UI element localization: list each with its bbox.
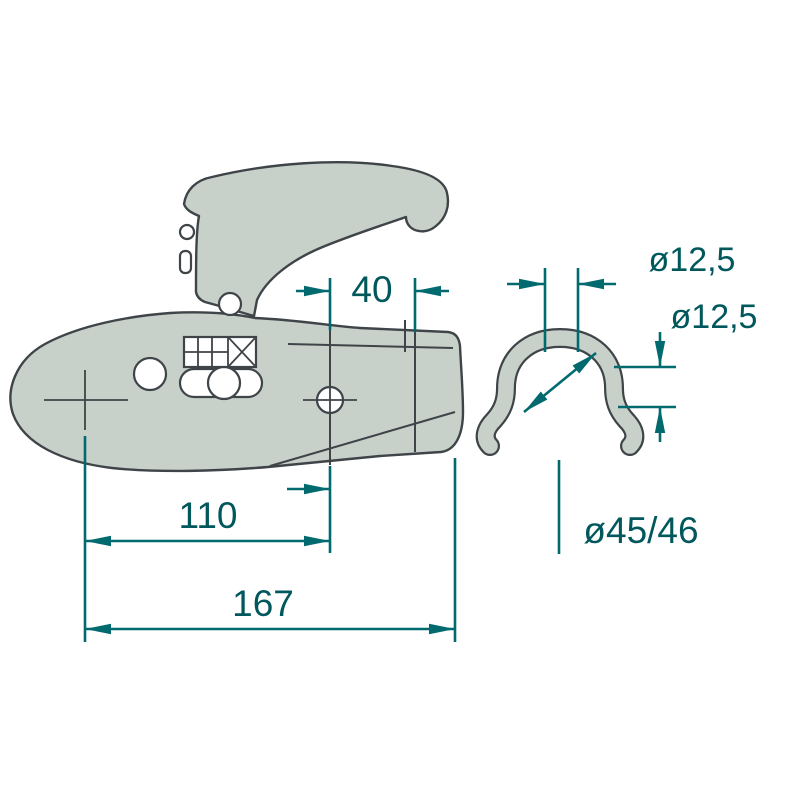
dimension-40: 40 <box>296 269 449 332</box>
dimension-167: 167 <box>85 458 457 642</box>
dim-40-label: 40 <box>351 269 392 310</box>
dim-45-46-label: ø45/46 <box>583 510 698 551</box>
handle-hole <box>178 223 196 241</box>
dimension-45-46: ø45/46 <box>523 351 699 554</box>
coupling-handle <box>182 161 450 318</box>
dim-12-5-side-label: ø12,5 <box>671 298 758 336</box>
dimension-annotations: 40 ø12,5 ø12,5 ø45/46 11 <box>83 241 757 642</box>
ball-center-cross <box>44 370 128 430</box>
drawbar-lower-edge <box>269 411 456 467</box>
dimension-12-5-side: ø12,5 <box>614 298 757 442</box>
dimension-12-5-top: ø12,5 <box>507 241 735 352</box>
dim-167-label: 167 <box>232 583 294 624</box>
slot-bolt <box>206 365 242 401</box>
dim-110-label: 110 <box>179 495 238 536</box>
coupling-side-view <box>9 161 465 473</box>
dim-12-5-top-label: ø12,5 <box>649 241 736 279</box>
dimension-110: 110 <box>83 436 332 642</box>
hinge-pin <box>217 291 243 317</box>
tube-top-edge <box>287 343 454 349</box>
bore-hole <box>303 372 357 428</box>
handle-slot <box>178 249 193 275</box>
clamp-cross-section <box>475 327 645 456</box>
clamp-shell-fill <box>477 330 643 454</box>
type-plate <box>182 335 258 369</box>
left-bolt <box>132 356 168 392</box>
